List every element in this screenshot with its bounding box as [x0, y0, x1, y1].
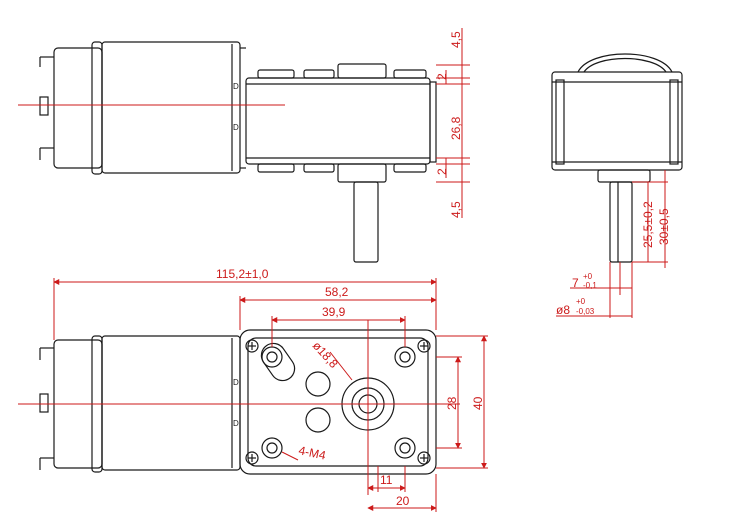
top-view — [39, 41, 437, 263]
dim-total-length: 30±0,5 — [657, 208, 671, 245]
motor-terminal-pins — [39, 347, 54, 470]
motor-end-cap — [53, 47, 103, 169]
bottom-view-markings: D D — [233, 378, 239, 428]
marking-d: D — [233, 378, 239, 387]
mount-hole — [417, 451, 431, 465]
dim-shaft-to-edge: 20 — [396, 494, 410, 508]
dim-mount-holes: 4-M4 — [297, 443, 327, 462]
dim-shaft-flat-tol-upper: +0 — [583, 272, 593, 281]
marking-d: D — [233, 82, 239, 91]
dim-overall-length: 115,2±1,0 — [216, 267, 269, 281]
dim-hole-height: 28 — [445, 396, 459, 410]
dim-hole-spacing: 39,9 — [322, 305, 346, 319]
dim-upper-gap: 2 — [435, 73, 449, 80]
side-view-dimensions — [556, 170, 668, 318]
dim-shaft-flat-tol-lower: -0,1 — [583, 281, 597, 290]
dim-lower-gap: 2 — [435, 168, 449, 175]
mount-hole — [245, 451, 259, 465]
small-boss — [305, 407, 331, 433]
side-view-handle — [577, 53, 673, 73]
dim-box-height: 40 — [471, 396, 485, 410]
dim-shaft-offset: 11 — [380, 473, 393, 487]
m4-hole — [394, 437, 416, 459]
dim-boss-diameter: ø18,8 — [310, 339, 341, 371]
mount-hole — [245, 339, 259, 353]
marking-d: D — [233, 419, 239, 428]
m4-hole — [261, 437, 283, 459]
marking-d: D — [233, 123, 239, 132]
top-view-dimensions — [436, 28, 470, 218]
dim-shaft-flat: 7 — [572, 276, 579, 290]
motor-end-cap-ring — [91, 41, 103, 175]
dim-shaft-dia-tol-upper: +0 — [576, 297, 586, 306]
dim-shaft-diameter: ø8 — [556, 303, 570, 317]
bottom-view-dimensions — [53, 278, 488, 512]
gearbox-body — [245, 77, 431, 165]
dim-gearbox-length: 58,2 — [325, 285, 349, 299]
gearbox-face-inner — [247, 337, 429, 467]
mount-slot — [260, 342, 296, 382]
side-view-shaft — [609, 181, 633, 263]
dim-bottom-margin: 4,5 — [449, 201, 463, 218]
output-shaft — [353, 181, 379, 263]
m4-hole — [394, 346, 416, 368]
dim-shaft-dia-tol-lower: -0,03 — [576, 307, 595, 316]
motor-terminal-pins — [39, 56, 54, 160]
bottom-view — [39, 329, 437, 475]
top-view-markings: D D — [233, 82, 239, 132]
dim-shaft-length: 25,5±0,2 — [641, 201, 655, 248]
side-view — [551, 53, 683, 263]
motor-can — [101, 41, 241, 174]
dim-height: 26,8 — [449, 116, 463, 140]
mount-hole — [417, 339, 431, 353]
side-view-body — [551, 71, 683, 171]
gearbox-face-outer — [239, 329, 437, 475]
motor-can — [101, 335, 241, 471]
small-boss — [305, 371, 331, 397]
dim-top-margin: 4,5 — [449, 31, 463, 48]
